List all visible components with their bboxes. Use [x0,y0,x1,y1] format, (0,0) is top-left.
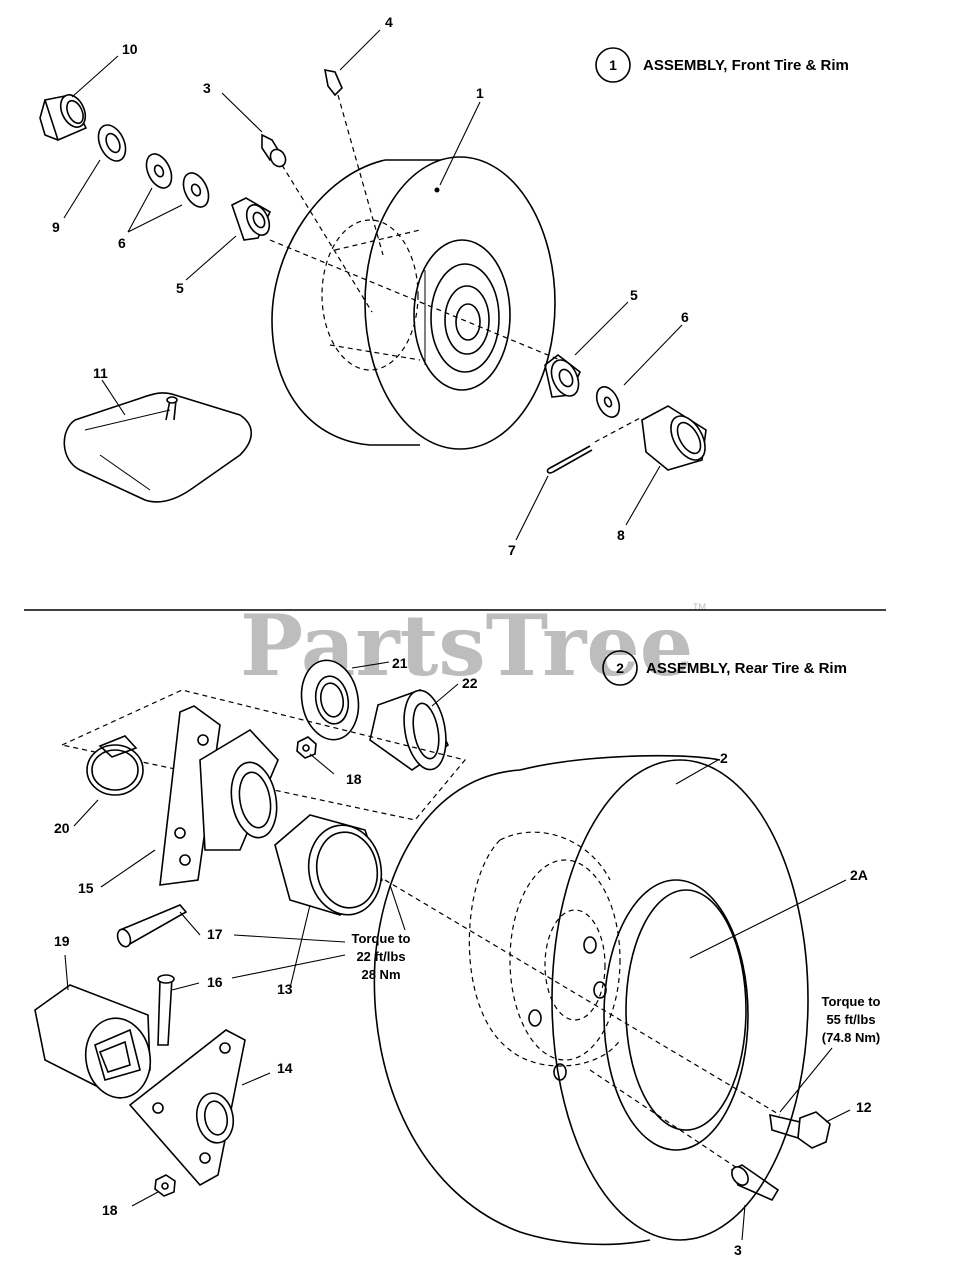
rear-clamp-20 [86,735,144,796]
assembly-1-badge [595,47,631,83]
front-bearing-9 [97,124,127,162]
torque-right-line-2: 55 ft/lbs [826,1012,875,1027]
front-valve-stem-3 [261,133,287,168]
callout-22: 22 [462,675,478,691]
callout-12: 12 [856,1099,872,1115]
callout-2: 2 [720,750,728,766]
rear-bushing-19 [34,984,152,1099]
rear-bushing-13 [274,814,383,916]
callout-6-right: 6 [681,309,689,325]
rear-bushing-22 [369,689,450,771]
callout-17: 17 [207,926,223,942]
rear-tire [373,754,809,1246]
valve-stem-path [281,164,373,313]
callout-10: 10 [122,41,138,57]
front-tire [271,156,556,450]
front-spacer-5a [231,197,272,241]
callout-20: 20 [54,820,70,836]
assembly-1-number: 1 [609,57,617,73]
front-axle-line [269,239,561,361]
callout-4: 4 [385,14,393,30]
callout-18-bottom: 18 [102,1202,118,1218]
front-leader-lines [63,29,683,541]
rear-bearing-21 [300,659,360,741]
rear-bracket-15 [159,705,279,886]
rear-nut-18b [154,1174,176,1197]
assembly-2-header: 2 ASSEMBLY, Rear Tire & Rim [602,650,847,686]
rear-valve-stem-3 [730,1164,780,1202]
callout-3-front: 3 [203,80,211,96]
callout-18-top: 18 [346,771,362,787]
callout-numbers: 10 9 6 5 3 4 1 5 6 11 7 8 21 22 20 18 15… [52,14,872,1258]
rear-valve-path [589,1069,741,1171]
callout-3-rear: 3 [734,1242,742,1258]
torque-right-line-1: Torque to [822,994,881,1009]
rear-bracket-14 [128,1029,246,1187]
rear-leader-lines [64,661,851,1241]
callout-14: 14 [277,1060,293,1076]
callout-11: 11 [93,365,108,381]
front-grease-fitting-4 [323,68,343,97]
torque-note-right: Torque to 55 ft/lbs (74.8 Nm) [822,994,881,1045]
torque-right-line-3: (74.8 Nm) [822,1030,881,1045]
torque-center-line-3: 28 Nm [361,967,400,982]
cotter-pin-path [594,417,641,443]
rear-callout-box [60,689,467,821]
callout-5-left: 5 [176,280,184,296]
front-washer-6c [595,386,621,418]
rear-bolt-16 [157,974,175,1046]
front-washer-6b [182,172,210,208]
callout-21: 21 [392,655,408,671]
front-spacer-5b [544,353,581,398]
front-bushing-10 [39,94,88,142]
callout-9: 9 [52,219,60,235]
rear-axle-line [384,879,781,1116]
rear-nut-18a [296,736,317,759]
assembly-2-title: ASSEMBLY, Rear Tire & Rim [646,660,847,677]
callout-19: 19 [54,933,70,949]
inner-tube-11 [63,392,253,503]
rear-lug-bolt-12 [769,1111,831,1149]
front-cotter-pin-7 [546,445,593,474]
callout-1: 1 [476,85,484,101]
callout-7: 7 [508,542,516,558]
callout-2a: 2A [850,867,868,883]
grease-fitting-path [337,94,384,256]
callout-16: 16 [207,974,223,990]
front-washer-6a [145,153,173,189]
assembly-1-title: ASSEMBLY, Front Tire & Rim [643,57,849,74]
assembly-2-badge [602,650,638,686]
callout-13: 13 [277,981,293,997]
callout-5-right: 5 [630,287,638,303]
callout-6-left: 6 [118,235,126,251]
front-bushing-8 [641,405,707,471]
rear-bolt-17 [116,904,188,948]
assembly-1-header: 1 ASSEMBLY, Front Tire & Rim [595,47,849,83]
torque-note-center: Torque to 22 ft/lbs 28 Nm [352,931,411,982]
callout-8: 8 [617,527,625,543]
torque-center-line-2: 22 ft/lbs [356,949,405,964]
watermark-trademark: TM [693,602,706,612]
callout-15: 15 [78,880,94,896]
torque-center-line-1: Torque to [352,931,411,946]
assembly-2-number: 2 [616,660,624,676]
